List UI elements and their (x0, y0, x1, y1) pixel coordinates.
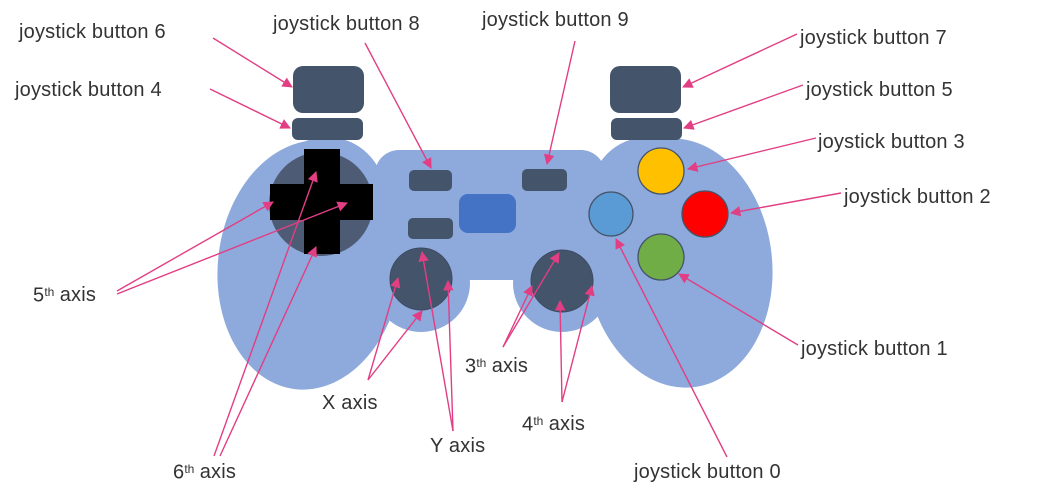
arrow-button-2 (729, 192, 842, 217)
axis-6-sup: th (184, 462, 195, 476)
select-button-8 (409, 170, 452, 191)
axis-5-sup: th (44, 285, 55, 299)
axis-5-number: 5 (33, 284, 45, 307)
axis-5-word: axis (59, 284, 97, 307)
face-button-3-yellow (637, 147, 685, 195)
label-joystick-button-1: joystick button 1 (801, 338, 948, 360)
axis-4-sup: th (533, 414, 544, 428)
arrow-axis-4-a (554, 299, 566, 403)
face-button-1-green (637, 233, 685, 281)
start-button-9 (522, 169, 567, 191)
right-stick (530, 249, 594, 313)
label-joystick-button-8: joystick button 8 (273, 13, 420, 35)
mode-button (459, 194, 516, 233)
arrow-axis-x-a (367, 276, 401, 381)
label-joystick-button-0: joystick button 0 (634, 461, 781, 483)
shoulder-button-7 (610, 66, 681, 113)
left-stick (389, 247, 453, 311)
small-button-extra (408, 218, 453, 239)
shoulder-button-4 (292, 118, 363, 140)
arrow-button-8 (364, 42, 432, 169)
arrow-button-4 (209, 88, 291, 129)
axis-4-number: 4 (522, 413, 534, 436)
label-joystick-button-7: joystick button 7 (800, 27, 947, 49)
annotation-arrows (116, 33, 842, 458)
axis-4-word: axis (548, 413, 586, 436)
axis-6-number: 6 (173, 461, 185, 484)
arrow-axis-4-b (561, 284, 595, 403)
axis-6-word: axis (199, 461, 237, 484)
face-button-0-blue (588, 191, 634, 237)
label-joystick-button-9: joystick button 9 (482, 9, 629, 31)
label-joystick-button-2: joystick button 2 (844, 186, 991, 208)
arrow-axis-5-right (116, 201, 348, 295)
label-y-axis: Y axis (430, 435, 486, 457)
arrow-axis-6-down (219, 246, 317, 457)
arrow-axis-3-b (502, 252, 560, 348)
label-x-axis: X axis (322, 392, 378, 414)
arrow-button-5 (683, 84, 804, 130)
shoulder-button-5 (611, 118, 682, 140)
axis-3-word: axis (491, 355, 529, 378)
label-joystick-button-3: joystick button 3 (818, 131, 965, 153)
arrow-axis-y-a (418, 250, 454, 432)
arrow-button-3 (686, 137, 817, 172)
label-joystick-button-4: joystick button 4 (15, 79, 162, 101)
arrow-axis-5-left (116, 201, 274, 292)
arrow-button-1 (678, 273, 799, 346)
arrow-button-6 (212, 37, 293, 88)
face-button-2-red (681, 190, 729, 238)
axis-3-sup: th (476, 356, 487, 370)
arrow-axis-x-b (367, 310, 423, 381)
shoulder-button-6 (293, 66, 364, 113)
label-joystick-button-6: joystick button 6 (19, 21, 166, 43)
arrow-axis-3-a (502, 285, 533, 348)
arrow-axis-y-b (443, 279, 454, 432)
arrow-button-0 (615, 238, 728, 458)
dpad-cross (270, 149, 373, 254)
arrow-button-9 (543, 40, 576, 166)
axis-3-number: 3 (465, 355, 477, 378)
arrow-axis-6-up (213, 171, 318, 457)
label-joystick-button-5: joystick button 5 (806, 79, 953, 101)
arrow-button-7 (682, 33, 798, 88)
